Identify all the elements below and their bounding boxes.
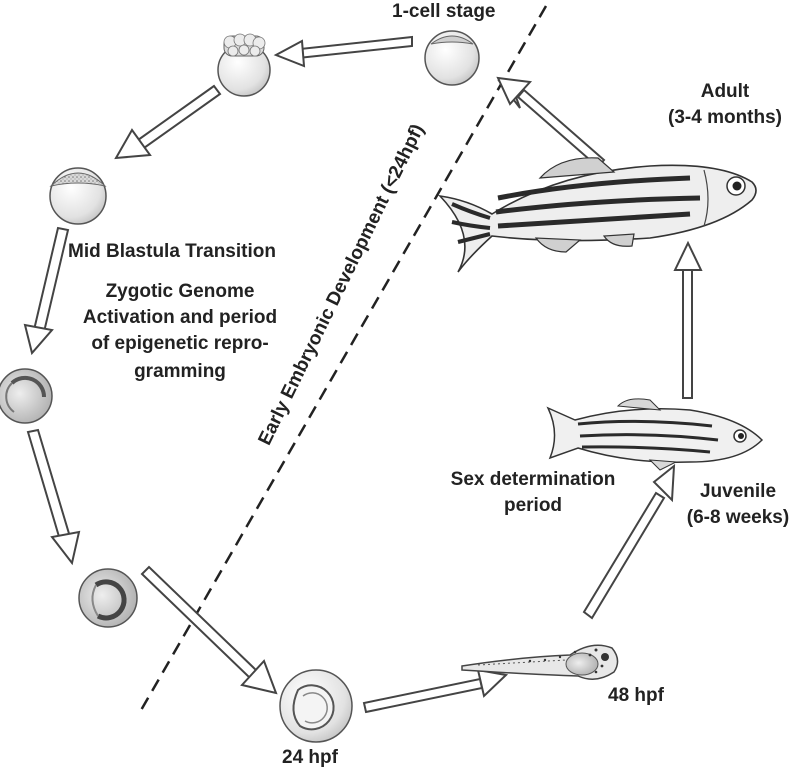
arrow-blastula-to-shield xyxy=(23,226,70,356)
embryo-24hpf xyxy=(279,669,353,743)
label-zga-line-2: Activation and period xyxy=(82,307,278,328)
adult-fish xyxy=(437,157,757,273)
arrow-shield-to-somite xyxy=(26,428,81,566)
blastula-embryo xyxy=(49,167,107,225)
arrow-cleavage-to-blastula xyxy=(114,84,222,160)
label-sex-determination-period: period xyxy=(503,495,563,516)
larva-48hpf xyxy=(461,644,619,680)
arrow-juvenile-to-adult xyxy=(673,240,703,399)
gastrula-embryo xyxy=(0,368,53,424)
cleavage-stage-embryo xyxy=(217,33,271,97)
arrow-somite-to-24hpf xyxy=(140,565,278,695)
label-zga-line-3: of epigenetic repro- xyxy=(91,333,269,354)
label-48-hpf: 48 hpf xyxy=(608,685,664,706)
one-cell-embryo xyxy=(424,30,480,86)
label-adult-age: (3-4 months) xyxy=(668,107,782,128)
arrow-48hpf-to-juvenile xyxy=(582,463,676,620)
juvenile-fish xyxy=(546,398,764,471)
label-juvenile-age: (6-8 weeks) xyxy=(686,507,790,528)
label-mid-blastula-transition: Mid Blastula Transition xyxy=(68,241,276,262)
label-sex-determination: Sex determination xyxy=(450,469,616,490)
label-zga-line-4: gramming xyxy=(134,361,226,382)
cycle-arrows xyxy=(23,35,703,714)
somite-stage-embryo xyxy=(78,568,138,628)
label-24-hpf: 24 hpf xyxy=(282,747,338,768)
arrow-1cell-to-cleavage xyxy=(273,35,413,68)
label-1-cell-stage: 1-cell stage xyxy=(392,1,496,22)
label-zga-line-1: Zygotic Genome xyxy=(105,281,255,302)
arrow-24hpf-to-48hpf xyxy=(362,668,509,714)
label-juvenile: Juvenile xyxy=(699,481,777,502)
label-adult: Adult xyxy=(700,81,750,102)
embryonic-divider-line xyxy=(138,5,548,713)
arrow-adult-to-1cell xyxy=(496,76,606,169)
